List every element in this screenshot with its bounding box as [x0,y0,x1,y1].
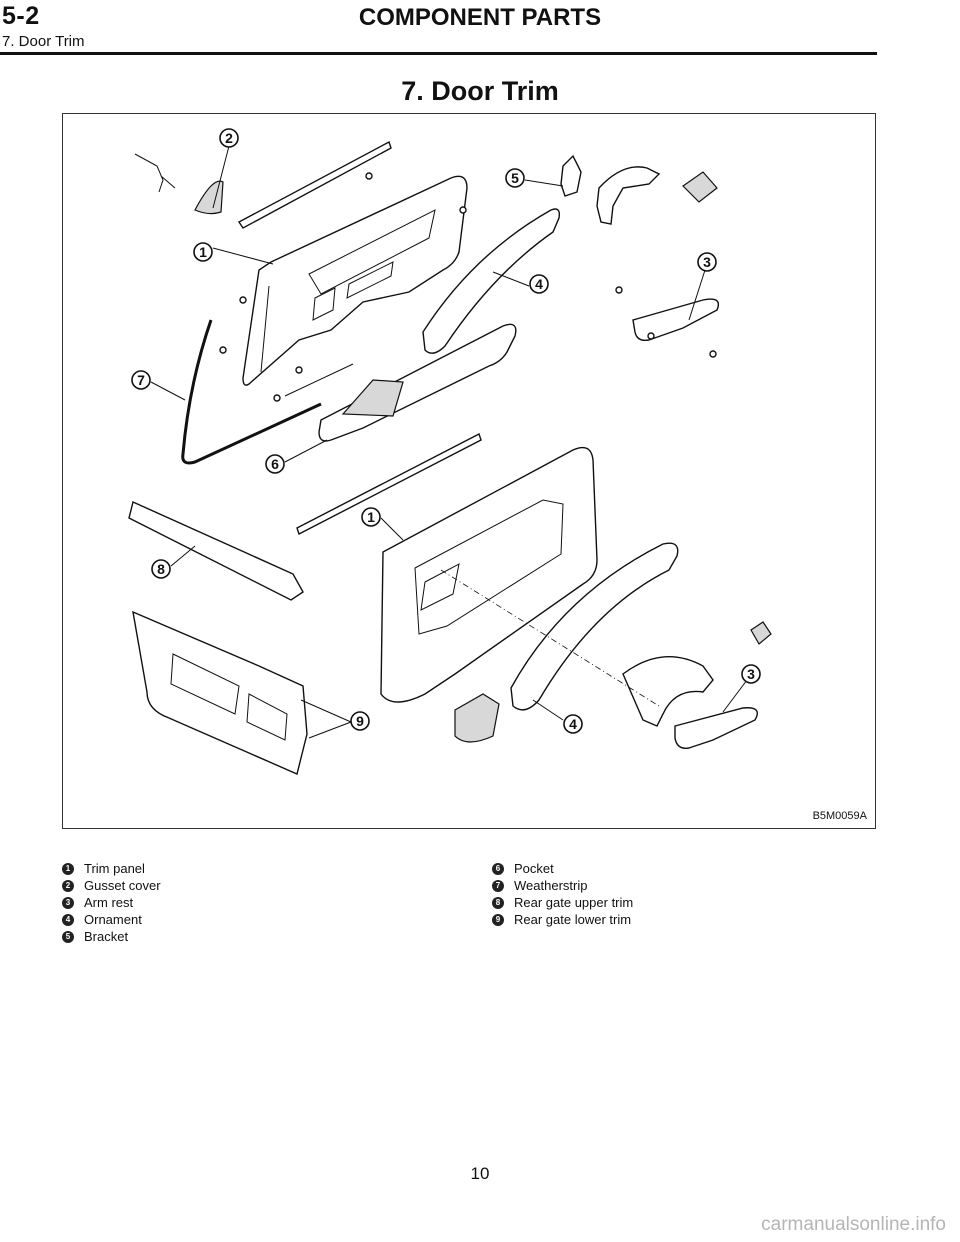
watermark[interactable]: carmanualsonline.info [761,1214,946,1235]
legend-label: Rear gate lower trim [514,912,632,927]
rear-gate-lower-openings [170,653,288,741]
svg-text:4: 4 [569,716,577,732]
legend-column-right: 6 Pocket 7 Weatherstrip 8 Rear gate uppe… [492,860,633,928]
callout-6: 6 [265,439,328,474]
subsection-title: 7. Door Trim [2,33,85,50]
legend-item: 3 Arm rest [62,894,161,911]
svg-text:3: 3 [703,254,711,270]
svg-text:3: 3 [747,666,755,682]
rear-window-switch [750,621,772,645]
legend-item: 6 Pocket [492,860,633,877]
legend-label: Gusset cover [84,878,161,893]
callout-7: 7 [131,370,186,401]
front-panel-switch-openings [312,261,394,321]
section-title: COMPONENT PARTS [358,4,602,31]
legend-label: Ornament [84,912,142,927]
svg-text:9: 9 [356,713,364,729]
callout-1-top: 1 [193,242,274,265]
rear-arm-rest [622,656,714,727]
svg-text:8: 8 [157,561,165,577]
callout-8: 8 [151,545,196,579]
section-code: 5-2 [2,2,40,30]
legend-number: 1 [62,862,74,875]
svg-text:1: 1 [367,509,375,525]
callout-3-bottom: 3 [722,664,761,713]
legend-number: 7 [492,879,504,892]
legend-number: 8 [492,896,504,909]
legend-number: 4 [62,913,74,926]
legend-number: 6 [492,862,504,875]
front-panel-edge [260,285,270,373]
gusset-clip [134,153,176,193]
rear-panel-switch-opening [420,563,460,611]
gusset-cover-part [194,180,224,215]
rear-trim-panel [380,446,598,703]
legend-label: Rear gate upper trim [514,895,634,910]
exploded-diagram: 1 2 5 4 3 7 6 [62,113,876,829]
rear-gate-lower-trim-part [132,610,308,775]
bracket-part [560,154,582,197]
legend-item: 1 Trim panel [62,860,161,877]
rear-ornament [510,542,679,711]
legend-item: 4 Ornament [62,911,161,928]
svg-text:5: 5 [511,170,519,186]
pocket-rail [284,363,354,397]
callout-2: 2 [212,128,239,209]
svg-text:1: 1 [199,244,207,260]
rear-arm-rest-lower [674,707,758,749]
callout-5: 5 [505,168,564,188]
pocket-speaker-grille [341,379,404,417]
callout-4-top: 4 [492,271,549,294]
callout-3-top: 3 [688,252,717,321]
callout-1-bottom: 1 [361,507,404,541]
rear-gate-upper-trim-part [128,501,304,601]
front-arm-rest [632,298,720,342]
legend-label: Weatherstrip [514,878,588,893]
legend-item: 2 Gusset cover [62,877,161,894]
rear-panel-recess [414,499,564,635]
page-heading: 7. Door Trim [401,76,559,106]
figure-code: B5M0059A [812,810,867,822]
fasteners-upper [219,172,717,402]
svg-text:2: 2 [225,130,233,146]
svg-text:6: 6 [271,456,279,472]
legend-label: Bracket [84,929,129,944]
legend-number: 5 [62,930,74,943]
legend-label: Arm rest [84,895,134,910]
window-switch [682,171,718,203]
callout-9: 9 [300,699,370,739]
legend-item: 8 Rear gate upper trim [492,894,633,911]
legend-label: Trim panel [84,861,145,876]
front-door-pocket [318,323,517,442]
rear-speaker-grille [454,693,500,743]
front-ornament [422,208,561,354]
legend-label: Pocket [514,861,554,876]
header-divider [0,52,877,55]
assembly-centerline [440,569,660,707]
door-trim-illustration: 1 2 5 4 3 7 6 [128,128,772,775]
svg-text:4: 4 [535,276,543,292]
svg-text:7: 7 [137,372,145,388]
front-panel-recess [308,209,436,295]
weatherstrip-part [181,319,322,465]
legend-item: 5 Bracket [62,928,161,945]
page-number: 10 [470,1164,490,1183]
upper-moulding-strip [237,140,392,229]
inner-handle-escutcheon [596,166,661,225]
callout-4-bottom: 4 [532,699,583,734]
legend-item: 7 Weatherstrip [492,877,633,894]
legend-item: 9 Rear gate lower trim [492,911,633,928]
lower-moulding-strip [296,433,482,535]
legend-number: 3 [62,896,74,909]
legend-number: 2 [62,879,74,892]
legend-column-left: 1 Trim panel 2 Gusset cover 3 Arm rest 4… [62,860,161,945]
legend-number: 9 [492,913,504,926]
